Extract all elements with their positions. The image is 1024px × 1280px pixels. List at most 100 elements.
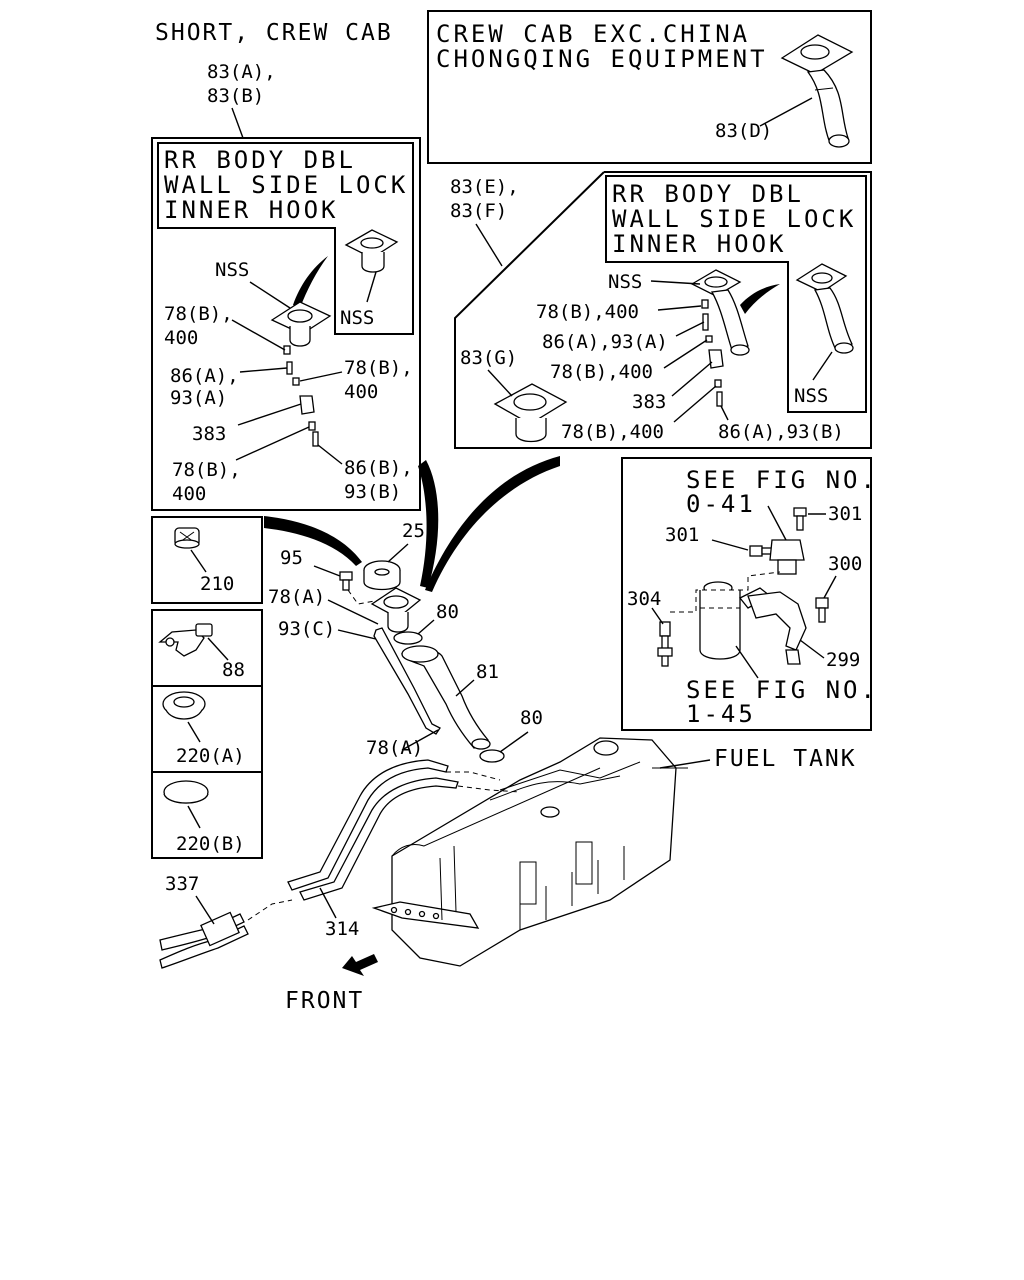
right-detail-outline <box>454 171 872 449</box>
leader-78b-400-right-3 <box>673 385 717 423</box>
clamp-80-upper <box>393 631 423 645</box>
leader-383-right <box>671 361 713 397</box>
see-fig-top-line1: SEE FIG NO. <box>686 466 878 494</box>
fuel-tank-label: FUEL TANK <box>714 746 857 772</box>
leader-78a-lower <box>401 729 439 751</box>
leader-337 <box>195 895 215 925</box>
breather-tube-93c <box>373 627 441 735</box>
label-83ab-line1: 83(A), <box>207 61 276 83</box>
label-78a-upper: 78(A) <box>268 586 325 608</box>
clip-88-icon <box>158 623 213 657</box>
label-81: 81 <box>476 661 499 683</box>
label-83ef-line2: 83(F) <box>450 200 507 222</box>
leader-299 <box>799 639 825 659</box>
label-314: 314 <box>325 918 359 940</box>
leader-83g <box>487 369 513 397</box>
leader-25 <box>387 543 409 563</box>
label-78b-400-right-2: 78(B),400 <box>550 361 653 383</box>
label-383-right: 383 <box>632 391 666 413</box>
front-label: FRONT <box>285 988 364 1014</box>
crew-cab-exc-china-line2: CHONGQING EQUIPMENT <box>436 45 768 73</box>
rr-body-right-line2: WALL SIDE LOCK <box>612 205 856 233</box>
leader-88 <box>207 637 229 661</box>
bolt-300 <box>815 597 829 623</box>
leader-nss-inset-left <box>366 271 377 303</box>
leader-nss-left <box>249 281 291 309</box>
filter-head <box>769 539 805 575</box>
leader-see-fig-bottom <box>735 645 759 679</box>
short-crew-cab-detail-box: RR BODY DBL WALL SIDE LOCK INNER HOOK NS… <box>151 137 421 511</box>
label-83ef-line1: 83(E), <box>450 176 519 198</box>
label-95: 95 <box>280 547 303 569</box>
rr-body-left-line2: WALL SIDE LOCK <box>164 171 408 199</box>
label-86a-left: 86(A), <box>170 365 239 387</box>
rr-body-right-line3: INNER HOOK <box>612 230 787 258</box>
leader-fuel-tank <box>659 759 711 769</box>
plug-220a-icon <box>162 691 206 720</box>
swoosh-from-left-box <box>418 460 439 588</box>
swoosh-to-cap <box>264 516 362 566</box>
part-box-220b: 220(B) <box>151 771 263 859</box>
label-400-left-2: 400 <box>344 381 378 403</box>
fuel-filter-body <box>699 581 772 660</box>
leader-see-fig-top <box>767 505 787 541</box>
crew-cab-detail-box-right: RR BODY DBL WALL SIDE LOCK INNER HOOK NS… <box>454 171 872 449</box>
label-337: 337 <box>165 873 199 895</box>
filter-dash-link <box>670 571 781 613</box>
label-78a-lower: 78(A) <box>366 737 423 759</box>
leader-314 <box>319 887 337 919</box>
part-box-220a: 220(A) <box>151 685 263 773</box>
leader-86a-93b-right <box>720 405 729 421</box>
filler-neck-assembly-left <box>270 301 332 447</box>
filler-hose-81 <box>400 645 491 750</box>
fuel-cap-25 <box>363 560 401 591</box>
leader-301-lower <box>711 539 749 551</box>
bolt-301-upper <box>793 507 807 531</box>
label-220b: 220(B) <box>176 833 245 855</box>
rr-body-inset-left <box>157 142 414 335</box>
label-86a-93a-right: 86(A),93(A) <box>542 331 668 353</box>
screw-95 <box>339 571 353 591</box>
leader-78b-left-1 <box>231 319 286 351</box>
leader-83ef <box>475 223 503 267</box>
inner-hook-neck-right <box>795 263 854 354</box>
label-nss-right: NSS <box>608 271 642 293</box>
label-88: 88 <box>222 659 245 681</box>
leader-304 <box>651 607 664 625</box>
fuel-lines-314 <box>287 759 521 901</box>
label-93b-left: 93(B) <box>344 481 401 503</box>
plug-220b-icon <box>163 780 209 804</box>
bolt-301-lower <box>749 545 773 557</box>
label-301-upper: 301 <box>828 503 862 525</box>
leader-78a-upper <box>327 599 379 625</box>
filler-neck-assembly-right <box>690 269 750 407</box>
rr-body-left-line3: INNER HOOK <box>164 196 339 224</box>
leader-383-left <box>237 403 302 426</box>
label-301-lower: 301 <box>665 524 699 546</box>
label-nss-left: NSS <box>215 259 249 281</box>
crew-cab-exc-china-line1: CREW CAB EXC.CHINA <box>436 20 750 48</box>
leader-86b-left <box>317 444 343 465</box>
cap-83g <box>493 383 568 443</box>
bracket-299 <box>747 591 807 665</box>
leader-78b-400-right-1 <box>657 305 702 311</box>
label-80-lower: 80 <box>520 707 543 729</box>
rr-body-right-line1: RR BODY DBL <box>612 180 804 208</box>
filler-neck-83d <box>780 34 854 148</box>
label-80-upper: 80 <box>436 601 459 623</box>
label-383-left: 383 <box>192 423 226 445</box>
label-83d: 83(D) <box>715 120 772 142</box>
leader-nss-inset-right <box>812 351 833 381</box>
filler-head-main <box>370 587 422 633</box>
fuel-tank <box>371 737 688 967</box>
leader-210 <box>190 549 207 573</box>
label-300: 300 <box>828 553 862 575</box>
hose-337 <box>159 899 293 969</box>
front-arrow-icon <box>342 954 378 976</box>
label-83g: 83(G) <box>460 347 517 369</box>
leader-83d <box>759 97 813 127</box>
label-93a-left: 93(A) <box>170 387 227 409</box>
swoosh-left <box>293 256 328 308</box>
short-crew-cab-heading: SHORT, CREW CAB <box>155 20 393 46</box>
